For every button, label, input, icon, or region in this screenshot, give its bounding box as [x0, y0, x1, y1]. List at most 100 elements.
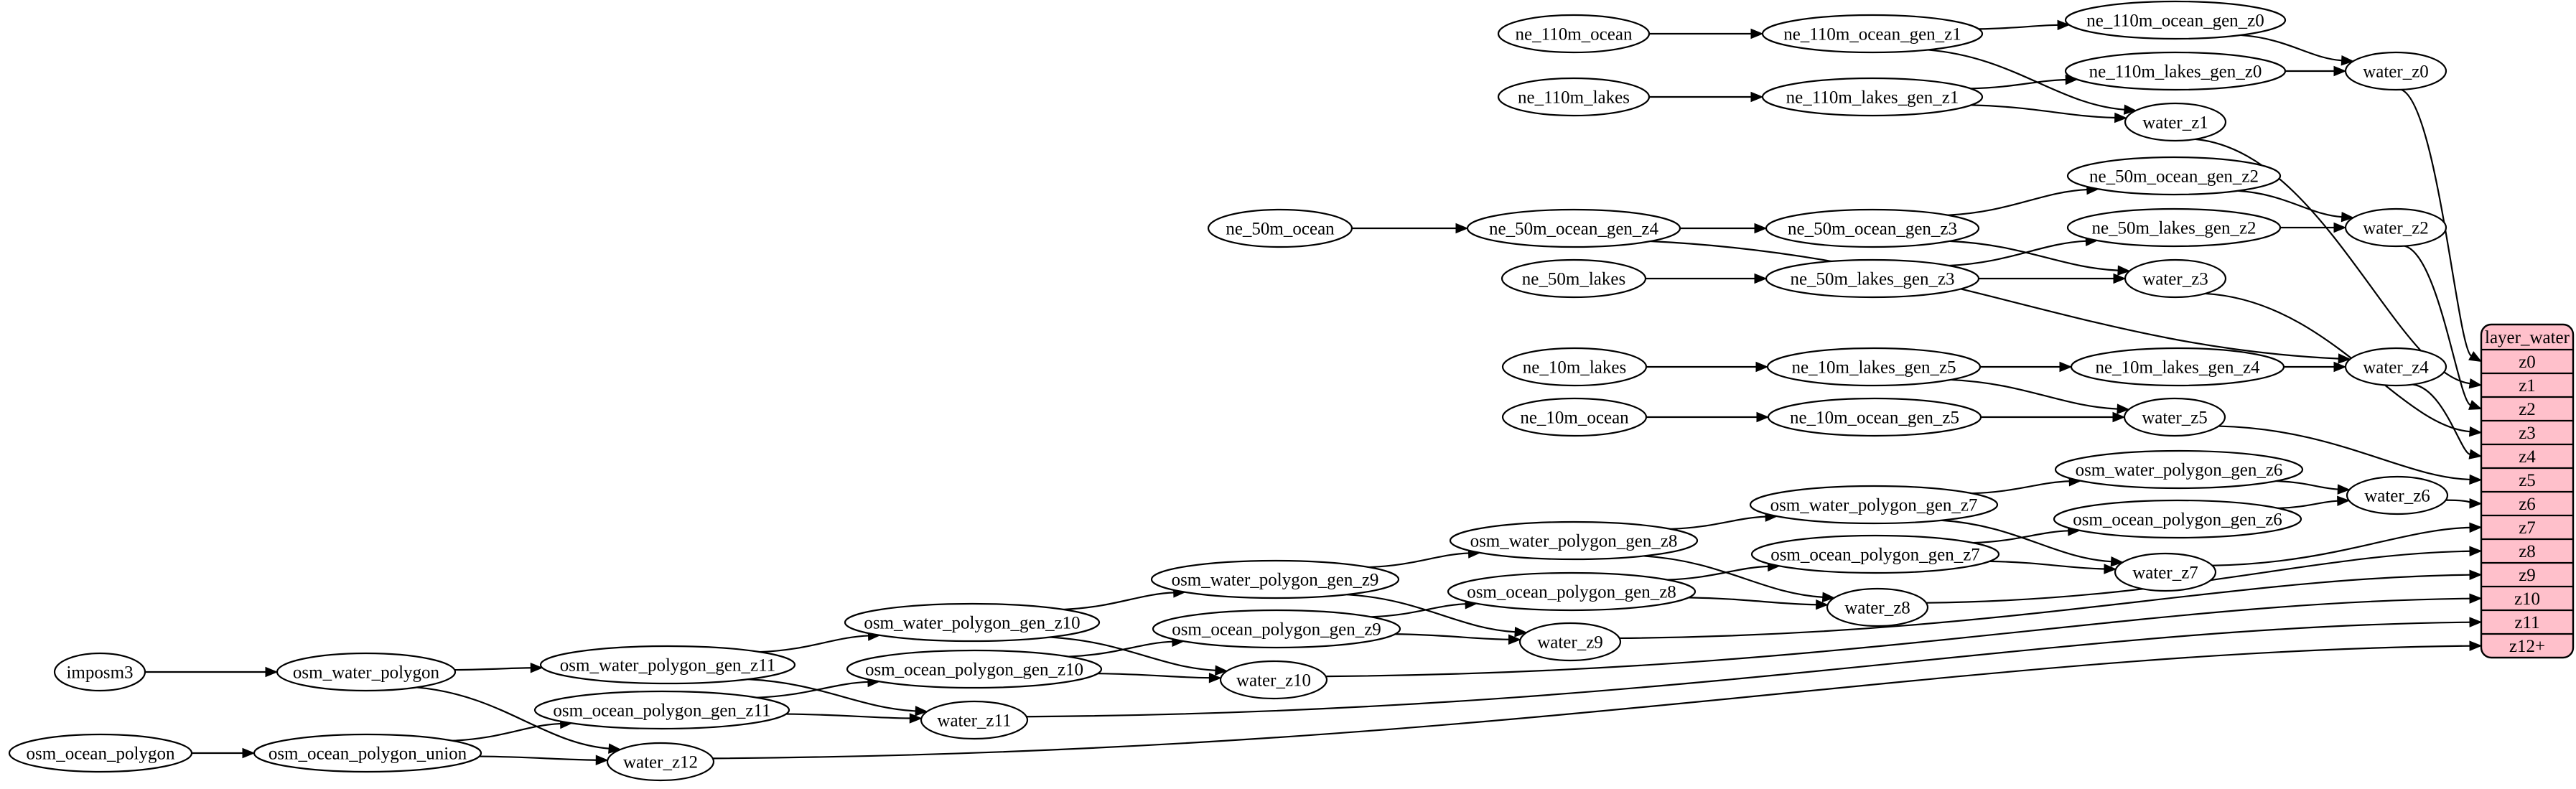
node-shape[interactable]: [2064, 0, 2287, 40]
graph-node-ne_50m_lakes_gen_z3[interactable]: ne_50m_lakes_gen_z3: [1765, 258, 1980, 299]
graph-node-ne_50m_ocean[interactable]: ne_50m_ocean: [1207, 208, 1353, 248]
graph-node-ne_10m_lakes_gen_z4[interactable]: ne_10m_lakes_gen_z4: [2070, 347, 2285, 387]
node-shape[interactable]: [276, 652, 457, 692]
node-shape[interactable]: [1449, 520, 1699, 561]
graph-node-water_z1[interactable]: water_z1: [2124, 102, 2227, 142]
node-shape[interactable]: [2064, 51, 2287, 91]
node-shape[interactable]: [844, 602, 1101, 643]
node-shape[interactable]: [1766, 347, 1982, 387]
node-shape[interactable]: [253, 733, 482, 773]
node-shape[interactable]: [1219, 660, 1328, 700]
node-shape[interactable]: [1150, 559, 1400, 599]
graph-node-imposm3[interactable]: imposm3: [53, 652, 146, 692]
graph-node-osm_ocean_polygon_gen_z11[interactable]: osm_ocean_polygon_gen_z11: [533, 690, 790, 730]
graph-node-ne_10m_ocean[interactable]: ne_10m_ocean: [1501, 397, 1648, 437]
node-shape[interactable]: [1207, 208, 1353, 248]
node-shape[interactable]: [920, 700, 1029, 740]
graph-node-water_z5[interactable]: water_z5: [2123, 397, 2226, 437]
graph-node-osm_ocean_polygon_gen_z9[interactable]: osm_ocean_polygon_gen_z9: [1152, 609, 1401, 649]
node-shape[interactable]: [2123, 397, 2226, 437]
graph-node-water_z10[interactable]: water_z10: [1219, 660, 1328, 700]
graph-node-water_z6[interactable]: water_z6: [2346, 475, 2449, 515]
graph-node-osm_ocean_polygon_gen_z10[interactable]: osm_ocean_polygon_gen_z10: [846, 649, 1103, 689]
graph-edge: [2240, 34, 2354, 66]
node-shape[interactable]: [2124, 258, 2227, 299]
node-shape[interactable]: [1750, 534, 2000, 574]
node-shape[interactable]: [1152, 609, 1401, 649]
graph-node-ne_50m_ocean_gen_z2[interactable]: ne_50m_ocean_gen_z2: [2066, 156, 2282, 196]
graph-node-osm_water_polygon_gen_z7[interactable]: osm_water_polygon_gen_z7: [1749, 485, 1999, 525]
node-shape[interactable]: [533, 690, 790, 730]
node-shape[interactable]: [2053, 499, 2302, 539]
node-shape[interactable]: [2066, 207, 2282, 248]
edge-line: [1667, 565, 1769, 581]
graph-node-ne_50m_lakes[interactable]: ne_50m_lakes: [1501, 258, 1647, 299]
node-shape[interactable]: [1767, 397, 1982, 437]
node-shape[interactable]: [1826, 587, 1929, 627]
node-shape[interactable]: [1761, 77, 1984, 117]
graph-node-ne_50m_ocean_gen_z4[interactable]: ne_50m_ocean_gen_z4: [1466, 208, 1681, 248]
graph-node-water_z8[interactable]: water_z8: [1826, 587, 1929, 627]
node-shape[interactable]: [2054, 449, 2304, 490]
graph-node-ne_10m_lakes[interactable]: ne_10m_lakes: [1501, 347, 1648, 387]
node-shape[interactable]: [606, 742, 715, 782]
node-shape[interactable]: [1749, 485, 1999, 525]
node-shape[interactable]: [1518, 622, 1622, 662]
graph-node-ne_110m_lakes_gen_z1[interactable]: ne_110m_lakes_gen_z1: [1761, 77, 1984, 117]
edge-arrowhead: [2057, 19, 2071, 31]
graph-node-ne_110m_ocean[interactable]: ne_110m_ocean: [1497, 14, 1651, 54]
graph-node-ne_50m_lakes_gen_z2[interactable]: ne_50m_lakes_gen_z2: [2066, 207, 2282, 248]
node-shape[interactable]: [1466, 208, 1681, 248]
graph-node-osm_water_polygon_gen_z11[interactable]: osm_water_polygon_gen_z11: [539, 645, 796, 685]
node-shape[interactable]: [1447, 571, 1697, 612]
graph-node-ne_110m_lakes_gen_z0[interactable]: ne_110m_lakes_gen_z0: [2064, 51, 2287, 91]
graph-node-ne_110m_ocean_gen_z1[interactable]: ne_110m_ocean_gen_z1: [1761, 14, 1984, 54]
graph-node-ne_10m_ocean_gen_z5[interactable]: ne_10m_ocean_gen_z5: [1767, 397, 1982, 437]
node-shape[interactable]: [2346, 475, 2449, 515]
graph-node-osm_water_polygon[interactable]: osm_water_polygon: [276, 652, 457, 692]
node-shape[interactable]: [1501, 258, 1647, 299]
graph-node-osm_ocean_polygon_gen_z7[interactable]: osm_ocean_polygon_gen_z7: [1750, 534, 2000, 574]
node-shape[interactable]: [1765, 208, 1980, 248]
graph-node-ne_110m_lakes[interactable]: ne_110m_lakes: [1497, 77, 1651, 117]
edge-arrowhead: [2469, 474, 2483, 485]
edge-arrowhead: [2117, 265, 2131, 276]
node-shape[interactable]: [1501, 397, 1648, 437]
node-shape[interactable]: [53, 652, 146, 692]
graph-node-osm_ocean_polygon_union[interactable]: osm_ocean_polygon_union: [253, 733, 482, 773]
graph-node-water_z11[interactable]: water_z11: [920, 700, 1029, 740]
graph-node-ne_50m_ocean_gen_z3[interactable]: ne_50m_ocean_gen_z3: [1765, 208, 1980, 248]
edge-line: [1063, 592, 1175, 611]
node-shape[interactable]: [2070, 347, 2285, 387]
graph-node-water_z9[interactable]: water_z9: [1518, 622, 1622, 662]
graph-node-ne_10m_lakes_gen_z5[interactable]: ne_10m_lakes_gen_z5: [1766, 347, 1982, 387]
graph-node-water_z0[interactable]: water_z0: [2344, 51, 2447, 91]
node-shape[interactable]: [1765, 258, 1980, 299]
node-shape[interactable]: [8, 733, 193, 773]
graph-node-water_z3[interactable]: water_z3: [2124, 258, 2227, 299]
graph-node-water_z12[interactable]: water_z12: [606, 742, 715, 782]
node-shape[interactable]: [2344, 207, 2447, 248]
node-shape[interactable]: [2344, 51, 2447, 91]
graph-node-water_z4[interactable]: water_z4: [2344, 347, 2447, 387]
node-shape[interactable]: [1501, 347, 1648, 387]
graph-node-osm_water_polygon_gen_z10[interactable]: osm_water_polygon_gen_z10: [844, 602, 1101, 643]
node-shape[interactable]: [1497, 77, 1651, 117]
node-shape[interactable]: [2066, 156, 2282, 196]
graph-node-water_z7[interactable]: water_z7: [2114, 552, 2217, 592]
node-shape[interactable]: [539, 645, 796, 685]
graph-node-osm_water_polygon_gen_z9[interactable]: osm_water_polygon_gen_z9: [1150, 559, 1400, 599]
graph-node-ne_110m_ocean_gen_z0[interactable]: ne_110m_ocean_gen_z0: [2064, 0, 2287, 40]
node-shape[interactable]: [2114, 552, 2217, 592]
graph-node-water_z2[interactable]: water_z2: [2344, 207, 2447, 248]
node-shape[interactable]: [1497, 14, 1651, 54]
node-shape[interactable]: [1761, 14, 1984, 54]
node-shape[interactable]: [2124, 102, 2227, 142]
graph-node-osm_ocean_polygon_gen_z8[interactable]: osm_ocean_polygon_gen_z8: [1447, 571, 1697, 612]
graph-node-osm_ocean_polygon_gen_z6[interactable]: osm_ocean_polygon_gen_z6: [2053, 499, 2302, 539]
node-shape[interactable]: [846, 649, 1103, 689]
graph-node-osm_water_polygon_gen_z8[interactable]: osm_water_polygon_gen_z8: [1449, 520, 1699, 561]
graph-node-osm_ocean_polygon[interactable]: osm_ocean_polygon: [8, 733, 193, 773]
node-shape[interactable]: [2344, 347, 2447, 387]
graph-node-osm_water_polygon_gen_z6[interactable]: osm_water_polygon_gen_z6: [2054, 449, 2304, 490]
